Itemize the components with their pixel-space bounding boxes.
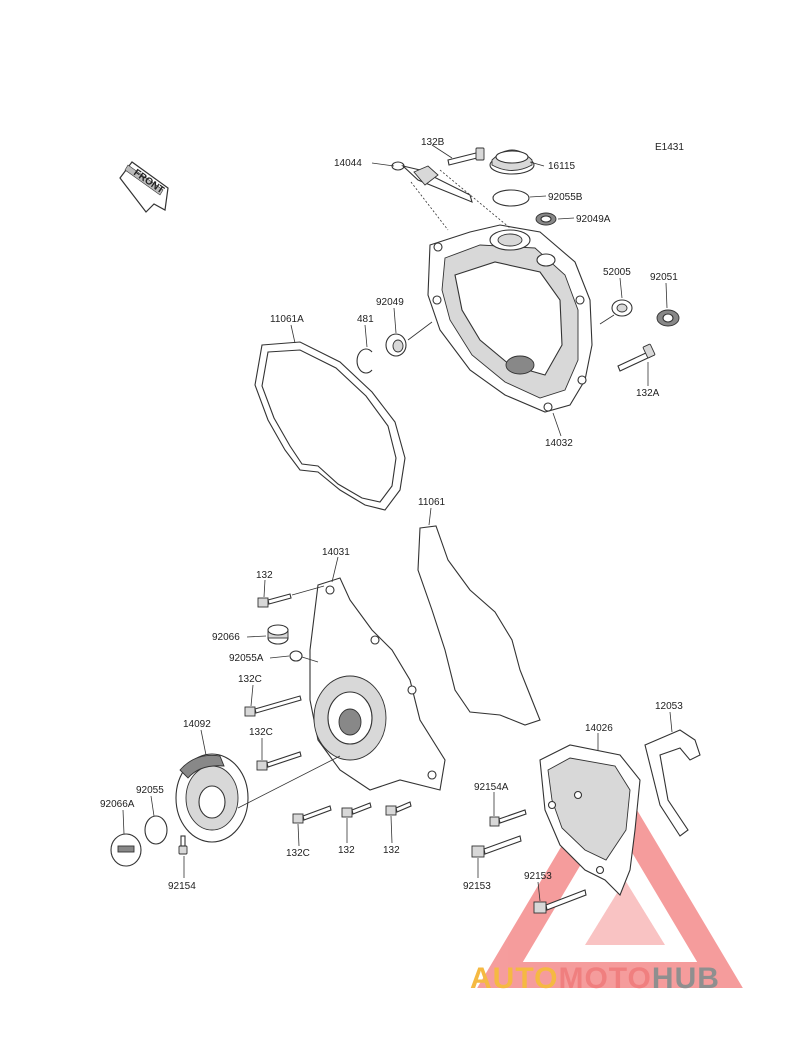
generator-cover-14031 — [309, 577, 446, 791]
cap-92066a — [110, 833, 142, 867]
label-14031: 14031 — [322, 547, 350, 558]
label-92049: 92049 — [376, 297, 404, 308]
bolt-132c-a — [244, 695, 302, 717]
label-92055: 92055 — [136, 785, 164, 796]
bolt-132-c — [385, 801, 412, 816]
label-14044: 14044 — [334, 158, 362, 169]
leader-lines — [122, 144, 673, 902]
label-11061a: 11061A — [270, 314, 304, 325]
clutch-cover-14032 — [427, 224, 593, 413]
oil-seal-92051 — [656, 309, 680, 327]
label-132-b: 132 — [338, 845, 355, 856]
label-16115: 16115 — [548, 161, 576, 172]
part-labels: 132B 14044 16115 92055B 92049A 52005 920… — [100, 137, 683, 892]
bearing-52005 — [611, 299, 633, 317]
bolt-132-b — [341, 802, 372, 818]
watermark-triangle-icon — [477, 764, 743, 988]
bolt-92154 — [178, 835, 188, 855]
label-92066: 92066 — [212, 632, 240, 643]
label-92049a: 92049A — [576, 214, 611, 225]
gasket-11061a — [254, 341, 406, 511]
bolt-132b — [447, 147, 485, 166]
o-ring-92055 — [144, 815, 168, 845]
bolt-92154a — [489, 809, 527, 827]
bolt-92153-b — [533, 889, 587, 914]
label-132-top: 132 — [256, 570, 273, 581]
bolt-132c-c — [292, 805, 332, 824]
label-92055b: 92055B — [548, 192, 583, 203]
label-132c-a: 132C — [238, 674, 262, 685]
logo-moto: MOTO — [558, 962, 652, 995]
logo-auto: AUTO — [470, 962, 559, 995]
gasket-11061 — [417, 525, 541, 726]
label-92055a: 92055A — [229, 653, 264, 664]
label-132c-c: 132C — [286, 848, 310, 859]
front-arrow-icon: FRONT — [119, 161, 169, 213]
label-14092: 14092 — [183, 719, 211, 730]
o-ring-92055a — [289, 650, 303, 662]
bolt-132-top — [257, 593, 292, 608]
o-ring-92055b — [492, 189, 530, 207]
label-92154a: 92154A — [474, 782, 509, 793]
diagram-code: E1431 — [655, 142, 684, 153]
watermark-logo: AUTOMOTOHUB — [470, 962, 720, 996]
label-11061: 11061 — [418, 497, 446, 508]
oil-seal-92049a — [535, 212, 557, 226]
label-132-c: 132 — [383, 845, 400, 856]
plug-92066 — [267, 624, 289, 645]
label-92153-b: 92153 — [524, 871, 552, 882]
label-132c-b: 132C — [249, 727, 273, 738]
label-481: 481 — [357, 314, 374, 325]
oil-seal-92049 — [385, 333, 407, 357]
label-132b: 132B — [421, 137, 445, 148]
oil-filler-cap-16115 — [489, 149, 535, 175]
logo-hub: HUB — [651, 962, 720, 995]
cover-14092 — [175, 753, 249, 843]
bolt-92153-a — [471, 835, 522, 858]
label-92051: 92051 — [650, 272, 678, 283]
label-92154: 92154 — [168, 881, 196, 892]
label-14032: 14032 — [545, 438, 573, 449]
label-14026: 14026 — [585, 723, 613, 734]
bracket-12053 — [644, 729, 701, 837]
label-12053: 12053 — [655, 701, 683, 712]
sprocket-cover-14026 — [539, 744, 641, 896]
bolt-132a — [617, 343, 656, 372]
label-92153-a: 92153 — [463, 881, 491, 892]
label-52005: 52005 — [603, 267, 631, 278]
circlip-481 — [356, 348, 373, 374]
bracket-14044 — [391, 161, 473, 203]
bolt-132c-b — [256, 751, 302, 771]
label-92066a: 92066A — [100, 799, 135, 810]
label-132a: 132A — [636, 388, 660, 399]
